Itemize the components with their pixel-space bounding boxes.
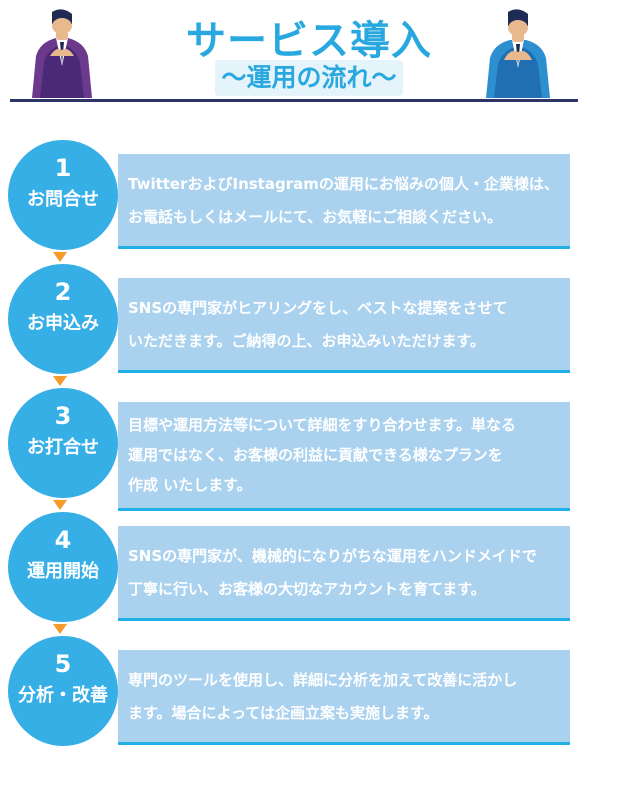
description-line: SNSの専門家が、機械的になりがちな運用をハンドメイドで	[128, 547, 537, 565]
step-label: お申込み	[27, 313, 99, 334]
flow-step-4: 4 運用開始 SNSの専門家が、機械的になりがちな運用をハンドメイドで 丁寧に行…	[0, 512, 618, 622]
step-description: TwitterおよびInstagramの運用にお悩みの個人・企業様は、 お電話も…	[118, 154, 570, 249]
down-arrow-icon	[53, 252, 67, 262]
page-subtitle: 〜運用の流れ〜	[215, 60, 403, 96]
flow-step-5: 5 分析・改善 専門のツールを使用し、詳細に分析を加えて改善に活かし ます。場合…	[0, 636, 618, 746]
down-arrow-icon	[53, 500, 67, 510]
step-circle: 5 分析・改善	[8, 636, 118, 746]
step-number: 2	[54, 278, 72, 306]
description-line: 目標や運用方法等について詳細をすり合わせます。単なる	[128, 416, 517, 434]
step-description: SNSの専門家がヒアリングをし、ベストな提案をさせて いただきます。ご納得の上、…	[118, 278, 570, 373]
step-number: 3	[54, 402, 72, 430]
description-line: 専門のツールを使用し、詳細に分析を加えて改善に活かし	[128, 671, 518, 689]
description-line: SNSの専門家がヒアリングをし、ベストな提案をさせて	[128, 299, 508, 317]
description-line: 作成 いたします。	[128, 476, 252, 494]
businessman-right-illustration	[486, 9, 550, 98]
description-line: お電話もしくはメールにて、お気軽にご相談ください。	[128, 208, 502, 226]
step-description: 専門のツールを使用し、詳細に分析を加えて改善に活かし ます。場合によっては企画立…	[118, 650, 570, 745]
flow-step-1: 1 お問合せ TwitterおよびInstagramの運用にお悩みの個人・企業様…	[0, 140, 618, 250]
step-number: 5	[54, 650, 72, 678]
flow-step-3: 3 お打合せ 目標や運用方法等について詳細をすり合わせます。単なる 運用ではなく…	[0, 388, 618, 511]
description-line: ます。場合によっては企画立案も実施します。	[128, 704, 439, 722]
step-circle: 3 お打合せ	[8, 388, 118, 498]
step-label: 分析・改善	[18, 685, 108, 706]
step-label: お問合せ	[27, 189, 99, 210]
description-line: 運用ではなく、お客様の利益に貢献できる様なプランを	[128, 446, 503, 464]
step-circle: 4 運用開始	[8, 512, 118, 622]
step-number: 1	[54, 154, 72, 182]
description-line: TwitterおよびInstagramの運用にお悩みの個人・企業様は、	[128, 175, 559, 193]
step-description: SNSの専門家が、機械的になりがちな運用をハンドメイドで 丁寧に行い、お客様の大…	[118, 526, 570, 621]
step-circle: 2 お申込み	[8, 264, 118, 374]
page-title: サービス導入	[186, 18, 432, 64]
businessman-left-illustration	[32, 9, 92, 98]
step-label: お打合せ	[27, 437, 99, 458]
step-label: 運用開始	[27, 561, 99, 582]
description-line: 丁寧に行い、お客様の大切なアカウントを育てます。	[128, 580, 486, 598]
down-arrow-icon	[53, 624, 67, 634]
flow-step-2: 2 お申込み SNSの専門家がヒアリングをし、ベストな提案をさせて いただきます…	[0, 264, 618, 374]
down-arrow-icon	[53, 376, 67, 386]
step-number: 4	[54, 526, 72, 554]
header-divider	[10, 99, 578, 102]
step-description: 目標や運用方法等について詳細をすり合わせます。単なる 運用ではなく、お客様の利益…	[118, 402, 570, 511]
step-circle: 1 お問合せ	[8, 140, 118, 250]
description-line: いただきます。ご納得の上、お申込みいただけます。	[128, 332, 486, 350]
page-header: サービス導入 〜運用の流れ〜	[0, 0, 618, 110]
